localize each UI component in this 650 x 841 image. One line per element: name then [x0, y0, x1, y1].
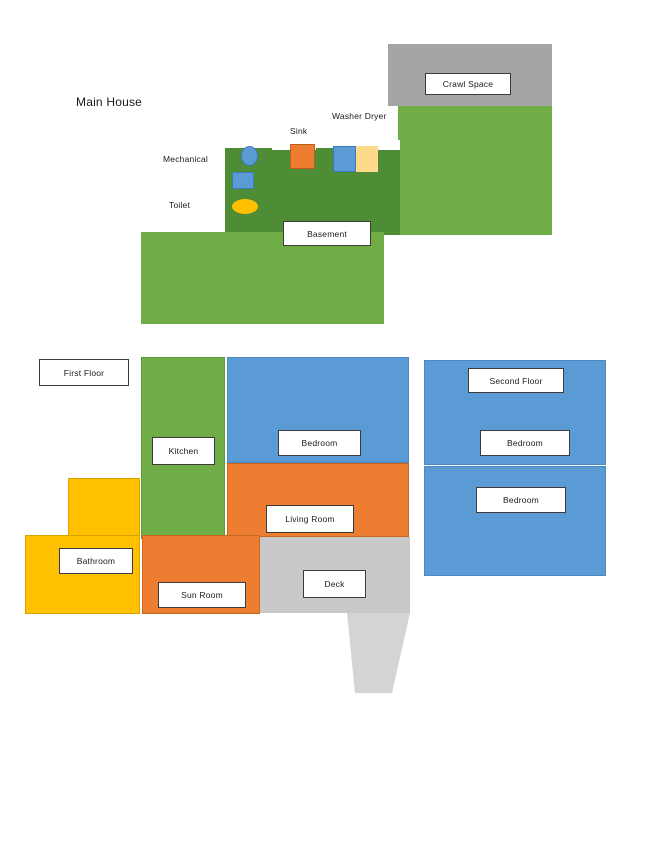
dryer-fixture-icon [356, 146, 378, 172]
callout-sun-room: Sun Room [158, 582, 246, 608]
toilet-fixture-icon [232, 199, 258, 214]
callout-first-floor: First Floor [39, 359, 129, 386]
furnace-fixture-icon [232, 172, 254, 189]
page-title: Main House [76, 95, 143, 109]
callout-crawl-space: Crawl Space [425, 73, 511, 95]
callout-second-floor: Second Floor [468, 368, 564, 393]
callout-bathroom: Bathroom [59, 548, 133, 574]
washer-fixture-icon [333, 146, 356, 172]
callout-second-floor-bedroom-upper: Bedroom [480, 430, 570, 456]
callout-kitchen: Kitchen [152, 437, 215, 465]
label-washer-dryer: Washer Dryer [332, 111, 387, 121]
label-mechanical: Mechanical [163, 154, 208, 164]
callout-second-floor-bedroom-lower: Bedroom [476, 487, 566, 513]
basement-step-mask-2 [340, 140, 400, 150]
callout-living-room: Living Room [266, 505, 354, 533]
basement-lower-extension [141, 232, 384, 324]
basement-right-wing [398, 106, 552, 235]
second-floor-lower-area [424, 466, 606, 576]
water-heater-fixture-icon [241, 146, 258, 166]
callout-deck: Deck [303, 570, 366, 598]
label-toilet: Toilet [169, 200, 191, 210]
callout-first-floor-bedroom: Bedroom [278, 430, 361, 456]
sink-fixture-icon [290, 144, 315, 169]
label-sink: Sink [290, 126, 308, 136]
callout-basement: Basement [283, 221, 371, 246]
